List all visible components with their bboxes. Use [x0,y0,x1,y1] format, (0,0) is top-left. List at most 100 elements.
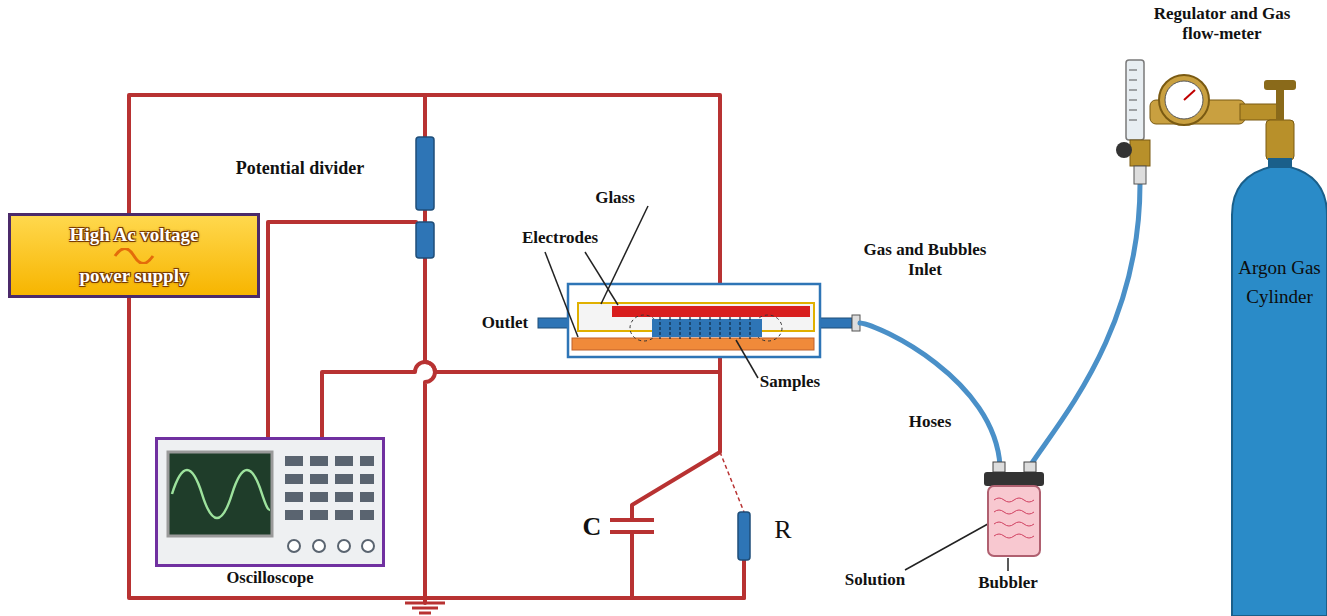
divider-wire [425,258,435,603]
node-text: Oscilloscope [158,568,382,588]
leader-line [1007,558,1009,571]
bubbler-jar [984,462,1044,556]
gas-hoses [860,184,1140,466]
component-letter: C [575,512,609,542]
node-text: Argon Gas Cylinder [1236,254,1323,311]
solution-ripples [994,498,1034,538]
hose [860,323,1000,466]
reactor-cell [538,284,860,357]
button [285,474,303,484]
button [285,510,303,520]
discharge-lines [660,317,750,339]
hose-connector [1024,462,1036,472]
flowmeter-scale [1129,70,1137,120]
oscilloscope-illustration [158,440,382,564]
knob [338,540,350,552]
button [310,474,328,484]
button [335,456,353,466]
valve-pipe [1240,104,1280,120]
resistor-symbol [738,512,750,560]
leader-lines [545,206,1008,571]
ground-bar [412,607,438,610]
switch-contact [720,452,744,512]
divider-wire [423,95,427,137]
button [360,456,374,466]
button [360,474,374,484]
capacitor-wire [630,532,634,598]
gauge-needle [1184,90,1195,100]
flow-knob [1116,142,1132,158]
leader-line [905,520,995,570]
gauge-face [1165,81,1203,119]
button [335,474,353,484]
outlet-nipple [1134,166,1146,184]
knob [288,540,300,552]
switch-wire [632,350,720,520]
button [310,510,328,520]
oscilloscope-screen [168,452,272,536]
oscilloscope-knobs [288,540,374,552]
gauge-rim [1159,75,1209,125]
resistor-symbol [416,137,434,210]
ground-symbol [405,603,445,613]
probe-wire [268,222,416,437]
part-label: Regulator and Gas flow-meter [1150,4,1295,43]
bottom-electrode [572,338,814,350]
oscilloscope-body [158,440,382,564]
button [335,492,353,502]
gas-cylinder-label: Argon Gas Cylinder [1234,250,1325,350]
button [310,456,328,466]
leader-line [736,340,758,378]
ac-wave [115,248,153,263]
cylinder-neck [1268,158,1292,168]
ac-symbol [112,248,156,264]
part-label: Hoses [895,412,965,432]
component-letter: R [766,515,800,545]
regulator-flowmeter [1116,60,1296,184]
button [360,492,374,502]
part-label: Gas and Bubbles Inlet [850,240,1000,279]
leader-line [545,252,578,337]
button [285,492,303,502]
sine-trace [172,470,270,518]
capacitor-plate [610,518,654,522]
power-supply-box: High Ac voltage power supply [8,213,260,298]
cylinder-valve [1266,120,1294,160]
button [360,510,374,520]
hose-connector [993,462,1005,472]
part-label: Glass [575,188,655,208]
samples-block [652,319,762,337]
valve-stem [1276,90,1284,120]
flowmeter-base [1130,140,1150,166]
part-label: Potential divider [190,158,410,179]
probe-wire [322,362,720,437]
node-text: High Ac voltage [70,224,199,246]
valve-wheel [1264,80,1296,90]
hose [1030,184,1140,466]
button [310,492,328,502]
part-label: Electrodes [500,228,620,248]
resistor-symbol [416,222,434,258]
part-label: Samples [740,372,840,392]
knob [313,540,325,552]
capacitor-plate [610,530,654,534]
node-text: power supply [80,265,189,287]
part-label: Bubbler [963,573,1053,593]
oscilloscope-box: Oscilloscope [155,437,385,567]
gas-cylinder [1232,165,1327,616]
inlet-pipe [818,318,852,328]
flowmeter-tube [1126,60,1144,140]
capacitor-symbol [610,520,654,532]
oscilloscope-buttons [285,456,374,520]
leader-line [585,252,618,305]
divider-wire [423,210,427,222]
button [285,456,303,466]
button [335,510,353,520]
ground-bar [405,602,445,605]
part-label: Solution [830,570,920,590]
part-label: Outlet [470,313,540,333]
ground-bar [419,612,431,615]
bubbler-body [988,486,1040,556]
